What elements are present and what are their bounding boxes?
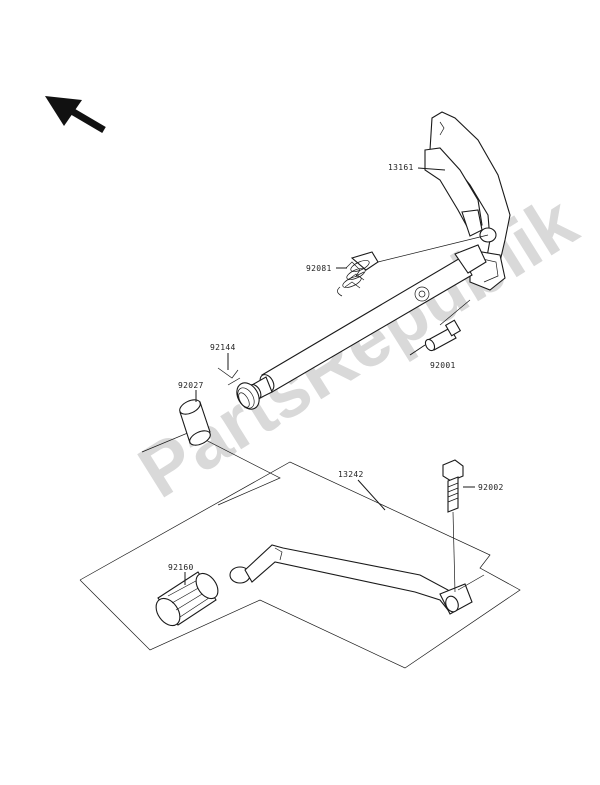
collar-92027	[179, 399, 211, 446]
label-92144: 92144	[210, 343, 236, 352]
rubber-92160	[155, 571, 219, 627]
watermark-text: PartsRepublik	[124, 179, 591, 514]
spring-92081	[337, 251, 379, 297]
label-92027: 92027	[178, 381, 204, 390]
leader-13242	[357, 479, 386, 511]
shift-pedal-13242	[229, 544, 485, 615]
label-92002: 92002	[478, 483, 504, 492]
label-13242: 13242	[338, 470, 364, 479]
pin-92001	[424, 299, 471, 352]
leader-92001	[409, 344, 426, 356]
spring-arm-leader	[377, 234, 489, 263]
bolt-92002	[442, 459, 464, 593]
direction-arrow-icon	[45, 96, 106, 134]
leader-13161	[417, 167, 446, 171]
spring-92144	[217, 367, 260, 410]
pedal-guide-outline	[79, 461, 521, 669]
label-92081: 92081	[306, 264, 332, 273]
shaft-guide-line	[141, 431, 281, 506]
label-92001: 92001	[430, 361, 456, 370]
label-13161: 13161	[388, 163, 414, 172]
label-92160: 92160	[168, 563, 194, 572]
